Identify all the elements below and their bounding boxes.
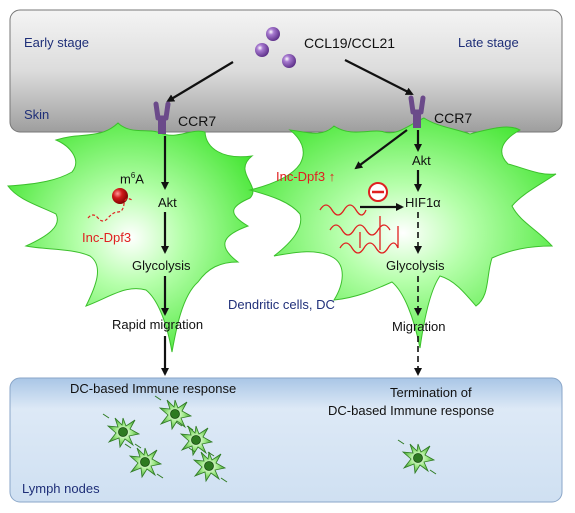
dendritic-cells-label: Dendritic cells, DC xyxy=(228,297,335,312)
m6a-modification-ball xyxy=(112,188,128,204)
ligand-to-late-arrow xyxy=(344,59,414,95)
late-lnc-dpf3-rna xyxy=(319,204,399,254)
early-glycolysis-label: Glycolysis xyxy=(132,258,191,273)
m6a-label: m6A xyxy=(120,171,144,187)
late-ccr7-to-lnc-arrow xyxy=(354,129,408,170)
early-ccr7-label: CCR7 xyxy=(178,113,217,129)
skin-panel xyxy=(9,9,563,133)
early-outcome-label: DC-based Immune response xyxy=(70,381,237,396)
early-lnc-dpf3-label: Inc-Dpf3 xyxy=(82,230,132,245)
early-akt-label: Akt xyxy=(158,195,177,210)
late-ccr7-receptor xyxy=(408,95,426,128)
late-outcome-line1: Termination of xyxy=(390,385,472,400)
early-lnc-dpf3-rna xyxy=(87,198,133,222)
lymph-nodes-label: Lymph nodes xyxy=(22,481,100,496)
late-hif1a-label: HIF1α xyxy=(405,195,441,210)
late-glycolysis-label: Glycolysis xyxy=(386,258,445,273)
skin-label: Skin xyxy=(24,107,50,122)
ccl19-ccl21-ligands xyxy=(255,27,296,68)
late-lnc-dpf3-label: Inc-Dpf3 ↑ xyxy=(276,169,336,184)
early-dendritic-cell xyxy=(7,122,254,353)
ligand-label: CCL19/CCL21 xyxy=(304,35,396,51)
late-migration-label: Migration xyxy=(392,319,446,334)
inhibition-symbol xyxy=(368,182,388,202)
late-outcome-line2: DC-based Immune response xyxy=(328,403,495,418)
ligand-to-early-arrow xyxy=(166,61,234,103)
early-stage-label: Early stage xyxy=(24,35,90,50)
late-stage-label: Late stage xyxy=(458,35,519,50)
late-ccr7-label: CCR7 xyxy=(434,110,473,126)
late-dendritic-cell xyxy=(248,117,557,349)
lymph-node-panel xyxy=(9,377,563,503)
early-ccr7-receptor xyxy=(153,101,171,134)
late-akt-label: Akt xyxy=(412,153,431,168)
early-migration-label: Rapid migration xyxy=(112,317,204,332)
